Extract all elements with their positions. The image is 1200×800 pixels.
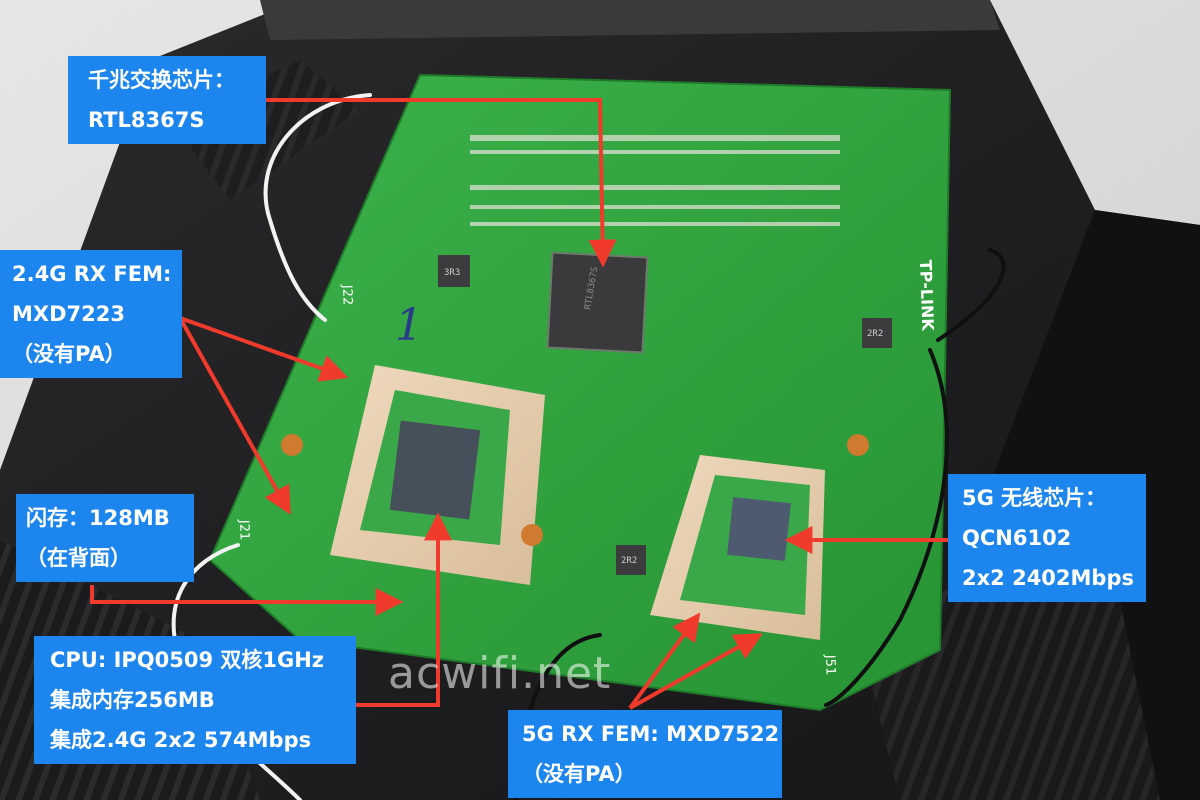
pcb-board: RTL8367S 3R3 2R2 2R2 TP-LINK J22 J21 J51… [208, 73, 952, 712]
inductor-3r3-marking: 3R3 [444, 268, 460, 278]
label-switch-chip: 千兆交换芯片： RTL8367S [68, 56, 266, 144]
label-5g-line-2: QCN6102 [962, 526, 1072, 550]
label-rx5g-line-1: 5G RX FEM: MXD7522 [522, 722, 780, 746]
connector-j51: J51 [822, 654, 838, 676]
mount-hole [847, 434, 869, 456]
mount-hole [521, 524, 543, 546]
label-switch-line-2: RTL8367S [88, 108, 205, 132]
label-flash: 闪存：128MB （在背面） [16, 494, 194, 582]
label-cpu-line-1: CPU: IPQ0509 双核1GHz [50, 648, 325, 672]
arrow-rx5g-a [628, 612, 701, 710]
arrow-rx5g-b [629, 633, 763, 710]
pin-header [470, 135, 840, 226]
label-cpu: CPU: IPQ0509 双核1GHz 集成内存256MB 集成2.4G 2x2… [34, 636, 356, 764]
label-24g-rx-fem: 2.4G RX FEM: MXD7223 （没有PA） [0, 250, 182, 378]
label-5g-line-1: 5G 无线芯片： [962, 486, 1107, 510]
label-rx24-line-2: MXD7223 [12, 302, 125, 326]
inductor-2r2 [862, 318, 892, 348]
arrow-switch [265, 98, 617, 268]
watermark: acwifi.net [388, 648, 612, 699]
label-cpu-line-2: 集成内存256MB [50, 688, 215, 712]
cpu-chip [389, 420, 481, 520]
qcn6102-chip [727, 497, 791, 561]
connector-j21: J21 [236, 519, 252, 541]
label-rx24-line-3: （没有PA） [12, 342, 126, 366]
label-flash-line-1: 闪存：128MB [26, 506, 170, 530]
label-rx5g-line-2: （没有PA） [522, 762, 636, 786]
inductor-2r2-b-marking: 2R2 [621, 556, 637, 566]
inductor-2r2-marking: 2R2 [867, 329, 883, 339]
arrow-rx24-b [178, 317, 291, 515]
mount-hole [281, 434, 303, 456]
brand-marking: TP-LINK [916, 259, 937, 331]
arrow-cpu [355, 512, 452, 707]
annotation-arrows [90, 98, 948, 710]
label-5g-line-3: 2x2 2402Mbps [962, 566, 1134, 590]
connector-j22: J22 [339, 284, 355, 306]
label-switch-line-1: 千兆交换芯片： [88, 68, 235, 92]
label-5g-wifi-chip: 5G 无线芯片： QCN6102 2x2 2402Mbps [948, 474, 1146, 602]
label-cpu-line-3: 集成2.4G 2x2 574Mbps [50, 728, 312, 752]
label-flash-line-2: （在背面） [26, 546, 131, 570]
label-5g-rx-fem: 5G RX FEM: MXD7522 （没有PA） [508, 710, 782, 798]
handwritten-mark: 1 [395, 300, 423, 351]
arrow-rx24-a [179, 316, 349, 382]
inductor-3r3 [438, 255, 470, 287]
label-rx24-line-1: 2.4G RX FEM: [12, 262, 172, 286]
arrow-flash [90, 585, 404, 616]
inductor-2r2-b [616, 545, 646, 575]
